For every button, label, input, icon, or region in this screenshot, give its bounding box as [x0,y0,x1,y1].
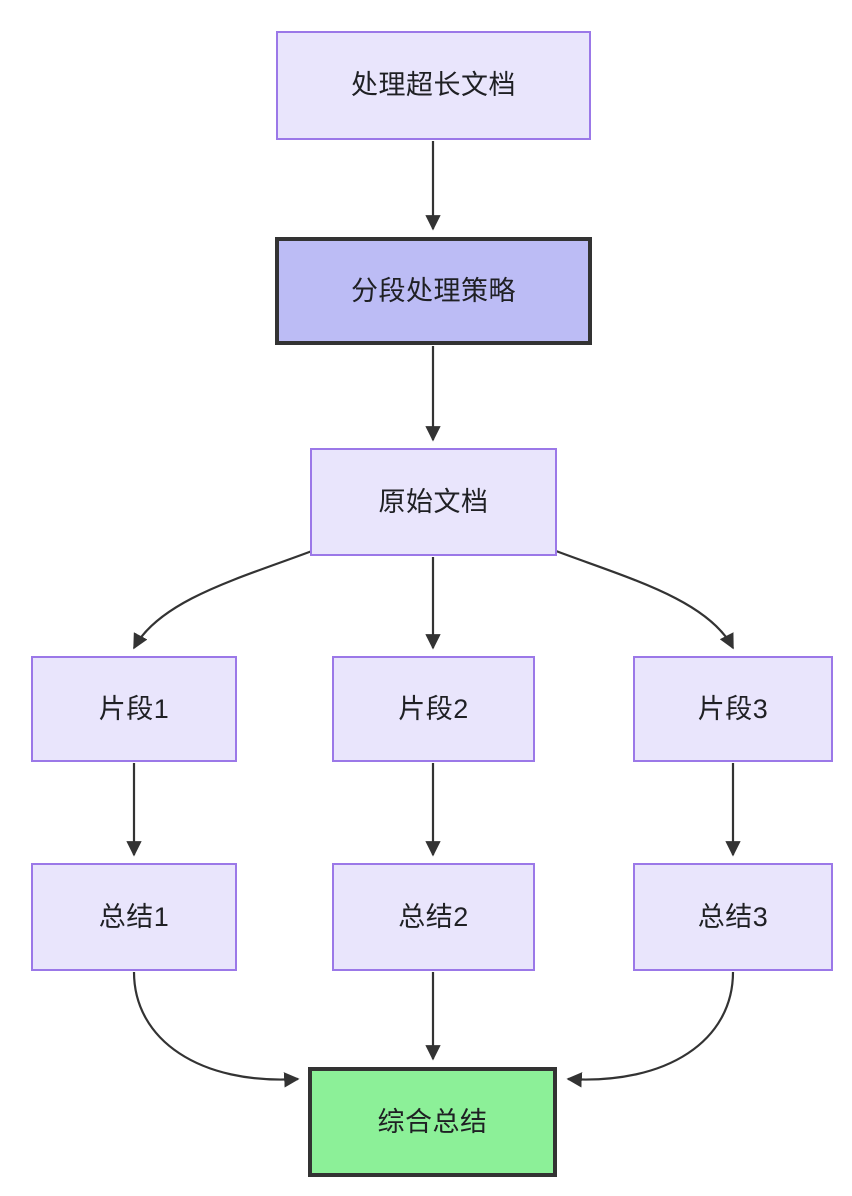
node-strategy[interactable]: 分段处理策略 [275,237,592,345]
node-long-doc[interactable]: 处理超长文档 [276,31,591,140]
node-summary-1-label: 总结1 [98,901,170,932]
node-final-summary-label: 综合总结 [377,1106,488,1137]
node-source-doc-label: 原始文档 [378,486,489,517]
node-summary-3[interactable]: 总结3 [633,863,833,971]
node-summary-1[interactable]: 总结1 [31,863,237,971]
node-strategy-label: 分段处理策略 [351,275,516,306]
node-chunk-1-label: 片段1 [98,693,170,724]
node-final-summary[interactable]: 综合总结 [308,1067,557,1177]
edge-summary-1-to-final [132,971,300,1088]
node-chunk-3-label: 片段3 [697,693,769,724]
node-chunk-3[interactable]: 片段3 [633,656,833,762]
node-long-doc-label: 处理超长文档 [351,70,516,101]
edge-summary-3-to-final [566,971,735,1088]
node-chunk-1[interactable]: 片段1 [31,656,237,762]
node-summary-2[interactable]: 总结2 [332,863,535,971]
node-summary-2-label: 总结2 [398,901,469,932]
edge-source-doc-to-chunk-3 [555,549,734,650]
node-summary-3-label: 总结3 [697,901,769,932]
edge-source-doc-to-chunk-1 [133,549,313,650]
node-source-doc[interactable]: 原始文档 [310,448,557,556]
node-chunk-2-label: 片段2 [398,693,469,724]
node-chunk-2[interactable]: 片段2 [332,656,535,762]
